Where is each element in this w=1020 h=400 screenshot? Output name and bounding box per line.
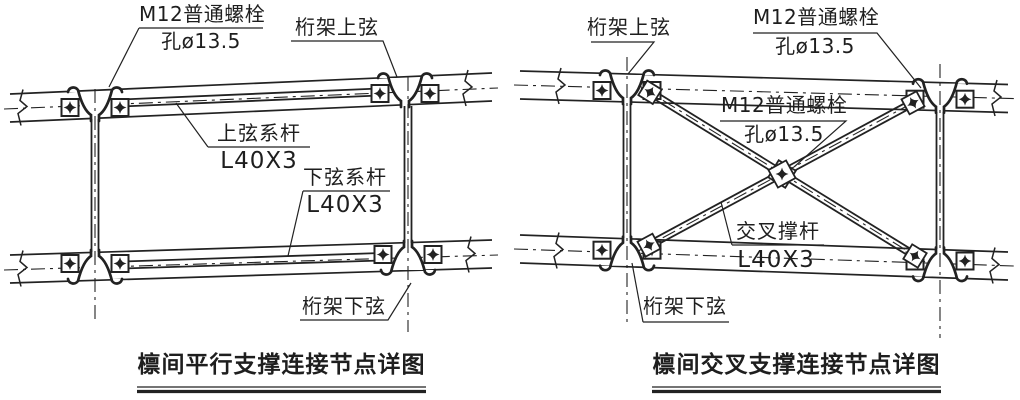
bolt-note-center-line1: M12普通螺栓 bbox=[721, 93, 848, 117]
bolt-note-top-line1: M12普通螺栓 bbox=[753, 5, 880, 29]
top-tie-rod bbox=[120, 87, 380, 108]
leader-top-chord bbox=[291, 40, 398, 78]
leader-bolt-note-center bbox=[720, 120, 848, 168]
bottom-chord-label: 桁架下弦 bbox=[643, 294, 727, 318]
diagonal-end-plate bbox=[900, 90, 926, 116]
cross-brace-size: L40X3 bbox=[737, 247, 815, 273]
left-post bbox=[90, 89, 100, 320]
break-mark bbox=[17, 249, 28, 288]
leader-top-chord bbox=[591, 41, 656, 75]
diagram-title-parallel: 檩间平行支撑连接节点详图 bbox=[137, 352, 426, 378]
bottom-tie-rod bbox=[122, 252, 382, 270]
break-mark bbox=[553, 231, 564, 270]
top-tie-size: L40X3 bbox=[220, 148, 298, 174]
bottom-tie-size: L40X3 bbox=[306, 192, 384, 218]
leader-bottom-chord bbox=[300, 282, 412, 321]
top-chord-label: 桁架上弦 bbox=[295, 15, 379, 39]
leader-cross-brace bbox=[720, 201, 824, 246]
cross-brace-label: 交叉撑杆 bbox=[736, 219, 820, 243]
top-tie-label: 上弦系杆 bbox=[217, 121, 301, 145]
leader-bottom-chord bbox=[631, 262, 729, 323]
leader-top-tie bbox=[175, 102, 310, 148]
diagonal-end-plate bbox=[636, 232, 662, 258]
leader-bottom-tie bbox=[287, 190, 390, 257]
right-post bbox=[935, 64, 945, 338]
break-mark bbox=[462, 69, 473, 107]
bottom-tie-label: 下弦系杆 bbox=[303, 165, 387, 189]
diagonal-end-plate bbox=[637, 79, 663, 106]
break-mark bbox=[465, 235, 476, 274]
break-mark bbox=[17, 88, 28, 127]
diagonal-end-plate bbox=[902, 243, 928, 269]
bolt-note-center-line2: 孔ø13.5 bbox=[744, 122, 824, 146]
leader-bolt-note bbox=[108, 27, 263, 88]
bolt-note-top-line2: 孔ø13.5 bbox=[775, 34, 855, 58]
left-post bbox=[622, 57, 632, 324]
parallel-bracing-diagram bbox=[3, 27, 499, 394]
bolt-note-line1: M12普通螺栓 bbox=[139, 2, 266, 26]
bolt-note-line2: 孔ø13.5 bbox=[161, 29, 241, 53]
top-chord-label: 桁架上弦 bbox=[587, 15, 671, 39]
diagram-title-cross: 檩间交叉支撑连接节点详图 bbox=[652, 352, 941, 378]
cross-center-bolt-plate bbox=[767, 159, 797, 189]
right-post bbox=[403, 77, 413, 332]
bottom-chord-label: 桁架下弦 bbox=[302, 294, 386, 318]
leader-bolt-note-top bbox=[753, 32, 922, 89]
cross-bracing-diagram bbox=[513, 32, 1015, 394]
